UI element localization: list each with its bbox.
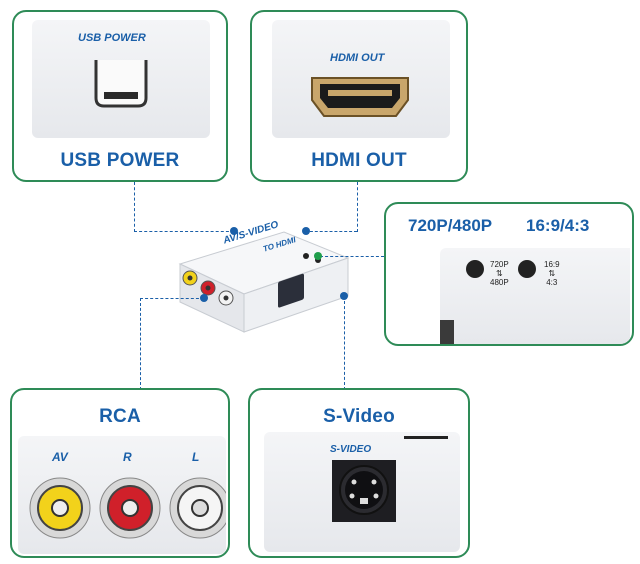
rca-jacks-icon [29,477,226,539]
switch2-arrow: ⇅ [548,269,556,278]
usb-photo-label: USB POWER [78,32,146,44]
switch1-bottom: 480P [490,278,509,287]
hdmi-connector-line-h [305,231,357,232]
rca-label-r: R [123,450,132,464]
rca-card: RCA AV R L [10,388,230,558]
switch-panel-edge [440,320,454,344]
svideo-photo-label: S-VIDEO [330,444,372,455]
rca-jacks-photo: AV R L [18,436,226,554]
hdmi-port-photo: HDMI OUT [272,20,450,138]
switch-card: 720P/480P 16:9/4:3 720P ⇅ 480P 16:9 ⇅ 4:… [384,202,634,346]
resolution-switch-label: 720P/480P [408,216,493,235]
svideo-port-icon [332,436,448,522]
usb-power-title: USB POWER [60,150,180,171]
hdmi-out-title: HDMI OUT [311,150,407,171]
resolution-switch-knob [466,260,484,278]
resolution-switch-text: 720P ⇅ 480P [490,260,509,287]
rca-connector-line-v [140,298,141,390]
hdmi-connector-line-v [357,182,358,232]
aspect-switch-knob [518,260,536,278]
aspect-switch-text: 16:9 ⇅ 4:3 [544,260,560,287]
svideo-card: S-Video S-VIDEO [248,388,470,558]
aspect-switch-label: 16:9/4:3 [526,216,590,235]
hdmi-photo-label: HDMI OUT [330,52,385,64]
hdmi-port-icon [311,77,409,117]
switch1-arrow: ⇅ [495,269,503,278]
usb-power-card: USB POWER USB POWER [12,10,228,182]
rca-label-av: AV [52,450,68,464]
rca-title: RCA [99,406,141,427]
usb-connector-line-h [134,231,234,232]
rca-connector-dot [200,294,208,302]
hdmi-out-card: HDMI OUT HDMI OUT [250,10,468,182]
hdmi-connector-dot [302,227,310,235]
rca-label-l: L [192,450,200,464]
usb-port-icon [94,60,148,108]
svideo-port-photo: S-VIDEO [264,432,460,552]
svideo-connector-dot [340,292,348,300]
switch-connector-line [320,256,384,257]
converter-device [178,231,350,333]
usb-connector-line-v [134,182,135,232]
svideo-connector-line-v [344,296,345,390]
switch-connector-dot [314,252,322,260]
usb-connector-dot [230,227,238,235]
switch2-bottom: 4:3 [546,278,558,287]
rca-connector-line-h [140,298,204,299]
switch-panel-photo: 720P ⇅ 480P 16:9 ⇅ 4:3 [440,248,630,344]
switch1-top: 720P [490,260,509,269]
usb-port-photo: USB POWER [32,20,210,138]
svideo-title: S-Video [323,406,395,427]
switch2-top: 16:9 [544,260,560,269]
